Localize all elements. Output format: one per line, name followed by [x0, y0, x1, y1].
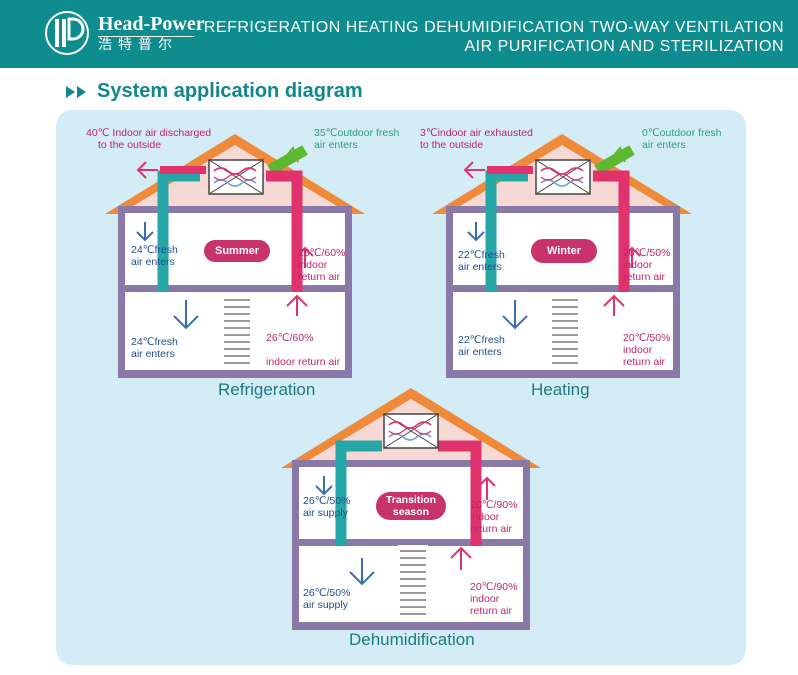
- house-refrigeration: [105, 134, 365, 378]
- lower-supply-line-1: 24℃fresh: [131, 336, 178, 348]
- upper-supply-line-1: 26℃/50%: [303, 495, 351, 507]
- heating-lower-return-label: 20℃/50% indoor return air: [623, 332, 670, 368]
- lower-return-line-1: 26℃/60%: [266, 332, 314, 344]
- header-tagline-1: REFRIGERATION HEATING DEHUMIDIFICATION T…: [203, 19, 784, 36]
- upper-return-line-1: 20℃/50%: [623, 247, 671, 259]
- exhaust-line-2: to the outside: [420, 139, 484, 151]
- heating-exhaust-label: 3℃indoor air exhausted to the outside: [420, 127, 533, 151]
- mode-badge-winter: Winter: [531, 239, 597, 263]
- outdoor-line-1: outdoor fresh: [337, 127, 400, 139]
- lower-return-line-1: 20℃/90%: [470, 581, 518, 593]
- mode-line-1: Transition: [385, 494, 437, 506]
- dehumid-upper-supply-label: 26℃/50% air supply: [303, 495, 350, 519]
- section-title: System application diagram: [97, 80, 363, 102]
- upper-supply-line-2: air enters: [458, 261, 502, 273]
- lower-supply-line-2: air enters: [458, 346, 502, 358]
- caption-refrigeration: Refrigeration: [218, 380, 316, 399]
- refrigeration-exhaust-label: 40℃ Indoor air discharged to the outside: [86, 127, 211, 151]
- heat-exchanger-icon: [208, 159, 264, 195]
- arrow-icon: [136, 161, 314, 316]
- lower-supply-line-2: air supply: [303, 599, 348, 611]
- brand-chinese-name: 浩特普尔: [98, 37, 178, 53]
- upper-return-line-2: indoor: [470, 511, 500, 523]
- refrigeration-upper-return-label: 26℃/60% indoor return air: [298, 247, 345, 283]
- upper-return-line-3: return air: [298, 271, 341, 283]
- caption-heating: Heating: [531, 380, 590, 399]
- mode-badge-transition: Transition season: [376, 492, 446, 520]
- lower-return-line-3: return air: [470, 605, 513, 617]
- double-arrow-icon: [66, 86, 86, 98]
- mode-badge-summer: Summer: [204, 240, 270, 262]
- exhaust-temp: 40℃: [86, 127, 110, 139]
- house-dehumidification: [281, 388, 541, 630]
- exhaust-line-2: to the outside: [98, 139, 162, 151]
- outdoor-line-2: air enters: [314, 139, 358, 151]
- lower-supply-line-2: air enters: [131, 348, 175, 360]
- caption-dehumidification: Dehumidification: [349, 630, 475, 649]
- upper-return-line-2: indoor: [298, 259, 328, 271]
- logo-icon: [45, 11, 89, 55]
- refrigeration-outdoor-label: 35℃outdoor fresh air enters: [314, 127, 399, 151]
- upper-return-line-1: 26℃/60%: [298, 247, 346, 259]
- lower-supply-line-1: 22℃fresh: [458, 334, 505, 346]
- heating-upper-return-label: 20℃/50% indoor return air: [623, 247, 670, 283]
- lower-return-line-1: 20℃/50%: [623, 332, 671, 344]
- heating-outdoor-label: 0℃outdoor fresh air enters: [642, 127, 722, 151]
- lower-return-line-3: return air: [623, 356, 666, 368]
- outdoor-line-2: air enters: [642, 139, 686, 151]
- lower-return-line-2: indoor return air: [266, 356, 341, 368]
- brand-underline: [98, 36, 194, 37]
- outdoor-temp: 35℃: [314, 127, 338, 139]
- upper-return-line-2: indoor: [623, 259, 653, 271]
- upper-return-line-1: 20℃/90%: [470, 499, 518, 511]
- heating-upper-supply-label: 22℃fresh air enters: [458, 249, 505, 273]
- upper-supply-line-2: air enters: [131, 256, 175, 268]
- exhaust-temp: 3℃: [420, 127, 438, 139]
- outdoor-line-1: outdoor fresh: [659, 127, 722, 139]
- lower-return-line-2: indoor: [623, 344, 653, 356]
- upper-supply-line-2: air supply: [303, 507, 348, 519]
- brand-name: Head-Power: [98, 13, 205, 35]
- lower-return-line-2: indoor: [470, 593, 500, 605]
- house-heating: [432, 134, 692, 378]
- dehumid-lower-return-label: 20℃/90% indoor return air: [470, 581, 517, 617]
- upper-return-line-3: return air: [470, 523, 513, 535]
- outdoor-temp: 0℃: [642, 127, 660, 139]
- dehumid-lower-supply-label: 26℃/50% air supply: [303, 587, 350, 611]
- exhaust-line-1: Indoor air discharged: [112, 127, 212, 139]
- refrigeration-upper-supply-label: 24℃fresh air enters: [131, 244, 178, 268]
- mode-line-2: season: [392, 506, 430, 518]
- header-tagline-2: AIR PURIFICATION AND STERILIZATION: [464, 38, 784, 55]
- upper-supply-line-1: 22℃fresh: [458, 249, 505, 261]
- upper-return-line-3: return air: [623, 271, 666, 283]
- upper-supply-line-1: 24℃fresh: [131, 244, 178, 256]
- refrigeration-lower-return-label: 26℃/60% indoor return air: [266, 332, 340, 368]
- dehumid-upper-return-label: 20℃/90% indoor return air: [470, 499, 517, 535]
- header-bar: Head-Power 浩特普尔 REFRIGERATION HEATING DE…: [0, 0, 798, 68]
- heating-lower-supply-label: 22℃fresh air enters: [458, 334, 505, 358]
- exhaust-line-1: indoor air exhausted: [437, 127, 533, 139]
- lower-supply-line-1: 26℃/50%: [303, 587, 351, 599]
- refrigeration-lower-supply-label: 24℃fresh air enters: [131, 336, 178, 360]
